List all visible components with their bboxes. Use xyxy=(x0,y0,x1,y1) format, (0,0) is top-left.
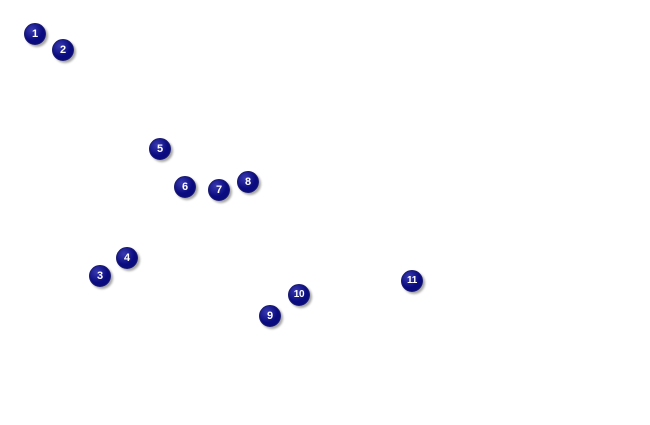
numbered-marker-6[interactable]: 6 xyxy=(174,176,196,198)
numbered-marker-7[interactable]: 7 xyxy=(208,179,230,201)
numbered-marker-5[interactable]: 5 xyxy=(149,138,171,160)
numbered-marker-2[interactable]: 2 xyxy=(52,39,74,61)
numbered-marker-11[interactable]: 11 xyxy=(401,270,423,292)
numbered-marker-10[interactable]: 10 xyxy=(288,284,310,306)
numbered-marker-3[interactable]: 3 xyxy=(89,265,111,287)
numbered-marker-4[interactable]: 4 xyxy=(116,247,138,269)
numbered-marker-1[interactable]: 1 xyxy=(24,23,46,45)
numbered-marker-9[interactable]: 9 xyxy=(259,305,281,327)
numbered-marker-8[interactable]: 8 xyxy=(237,171,259,193)
